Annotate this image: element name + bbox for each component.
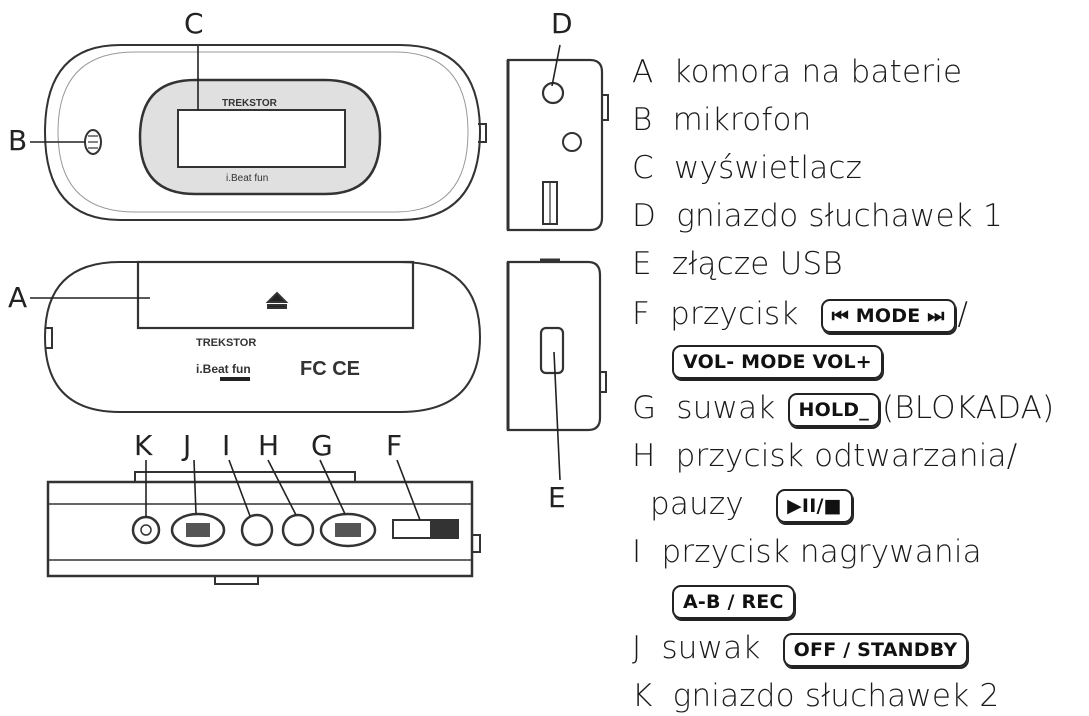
callout-g: G <box>311 429 333 462</box>
device-diagram: TREKSTOR i.Beat fun TREKSTOR i.Beat fun … <box>30 44 609 585</box>
back-cert-marks: FC CE <box>300 358 360 380</box>
back-brand-text: TREKSTOR <box>196 337 256 349</box>
front-body-outline <box>43 44 482 221</box>
back-view <box>43 260 482 413</box>
legend-row-i: I przycisk nagrywania <box>632 534 982 570</box>
play-pause-button <box>281 513 315 547</box>
hold-button-graphic: HOLD_ <box>787 392 880 427</box>
legend-row-f2: VOL- MODE VOL+ <box>670 340 885 380</box>
usb-port <box>539 326 565 375</box>
leader-lines <box>30 44 561 521</box>
legend-row-f: F przycisk ⏮ MODE ⏭/ <box>632 296 969 333</box>
legend-row-e: E złącze USB <box>632 246 843 282</box>
side-view-headphone <box>506 58 609 232</box>
front-model-text: i.Beat fun <box>226 173 268 184</box>
callout-h: H <box>258 429 280 462</box>
mode-skip-button-graphic: ⏮ MODE ⏭ <box>820 298 956 333</box>
callout-e: E <box>548 481 566 514</box>
legend-row-h: H przycisk odtwarzania/ <box>632 438 1018 474</box>
eject-icon <box>265 291 289 303</box>
callout-k: K <box>134 429 153 462</box>
display-screen <box>177 109 346 168</box>
play-pause-button-graphic: ▶II/■ <box>776 488 853 523</box>
front-brand-text: TREKSTOR <box>222 98 278 109</box>
battery-compartment <box>136 260 415 330</box>
mode-skip-switch <box>319 512 377 548</box>
legend-row-b: B mikrofon <box>632 102 812 138</box>
legend-row-h2: pauzy ▶II/■ <box>650 484 855 524</box>
headphone-jack-1 <box>541 81 565 105</box>
legend-row-i2: A-B / REC <box>670 580 797 620</box>
callout-c: C <box>184 7 204 40</box>
ab-rec-button-graphic: A-B / REC <box>672 584 795 619</box>
legend-row-k: K gniazdo słuchawek 2 <box>632 678 1000 714</box>
callout-f: F <box>386 429 403 462</box>
legend-row-j: J suwak OFF / STANDBY <box>632 628 970 668</box>
callout-b: B <box>8 124 28 157</box>
ab-rec-button <box>240 513 274 547</box>
callout-i: I <box>222 429 231 462</box>
legend-row-g: G suwak HOLD_(BLOKADA) <box>632 390 1055 427</box>
side-view-usb <box>506 258 607 432</box>
callout-j: J <box>183 429 192 462</box>
legend-row-a: A komora na baterie <box>632 54 963 90</box>
front-side-knob <box>478 123 487 143</box>
front-view <box>43 44 487 221</box>
off-standby-switch <box>170 512 226 548</box>
off-standby-button-graphic: OFF / STANDBY <box>782 632 969 667</box>
back-model-text: i.Beat fun <box>196 362 251 376</box>
legend-row-c: C wyświetlacz <box>632 150 863 186</box>
callout-a: A <box>8 281 28 314</box>
callout-d: D <box>551 7 573 40</box>
vol-mode-button-graphic: VOL- MODE VOL+ <box>672 344 883 379</box>
headphone-jack-2 <box>131 515 161 545</box>
edge-view <box>46 471 481 585</box>
back-body-outline <box>43 261 482 413</box>
legend-row-d: D gniazdo słuchawek 1 <box>632 198 1003 234</box>
